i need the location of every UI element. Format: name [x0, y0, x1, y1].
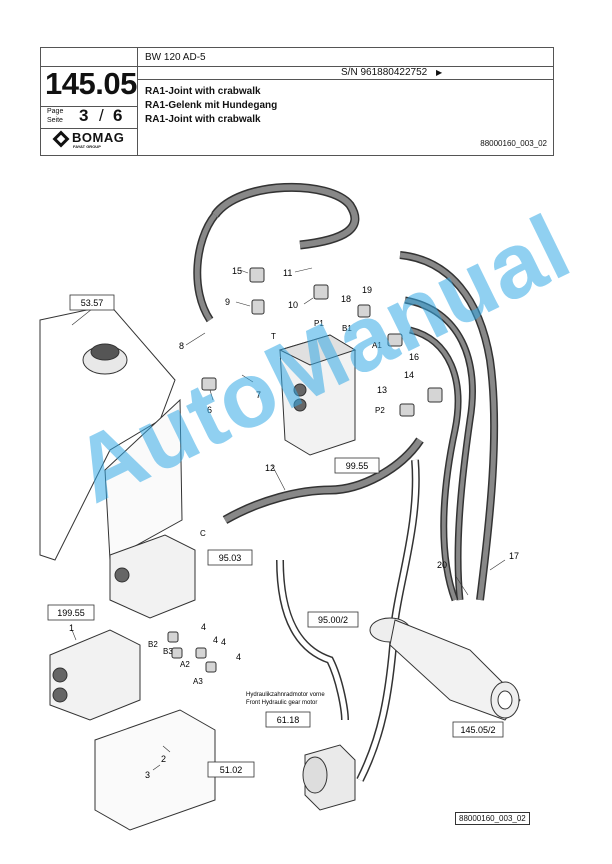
ref-box: [307, 611, 359, 628]
doc-id: 88000160_003_02: [480, 139, 547, 148]
ref-box: [452, 721, 504, 738]
cylinder: [369, 617, 521, 721]
item-13: 13: [377, 385, 387, 395]
ref-145-05-2: 145.05/2: [460, 725, 495, 735]
serial-arrow-icon: ▶: [435, 68, 443, 77]
item-2: 2: [161, 754, 166, 764]
divider: [41, 128, 137, 129]
port-c: C: [200, 529, 206, 538]
ref-box: [47, 604, 95, 621]
port-a2: A2: [180, 660, 190, 669]
port-a1: A1: [372, 341, 382, 350]
gear-motor: [302, 744, 356, 811]
note-en: Front Hydraulic gear motor: [246, 700, 317, 706]
hose-12-inner: [223, 438, 423, 523]
title-block: 145.05 Page Seite 3 / 6 BOMAG FAYAT GROU…: [40, 47, 554, 156]
port-b3: B3: [163, 647, 173, 656]
item-14: 14: [404, 370, 414, 380]
ref-box: [265, 711, 311, 728]
leader-lines: [71, 267, 506, 771]
serial-number: S/N 961880422752 ▶: [341, 67, 442, 78]
hose-17-inner: [404, 298, 475, 601]
item-19: 19: [362, 285, 372, 295]
title-line-3: RA1-Joint with crabwalk: [145, 114, 261, 125]
item-18: 18: [341, 294, 351, 304]
page-total: 6: [113, 106, 123, 125]
divider: [41, 106, 137, 107]
item-numbers: 15 11 9 10 18 19 8 7 6 16 13 14 12 20 17…: [69, 266, 519, 780]
ref-box: [207, 761, 255, 778]
port-b1: B1: [342, 324, 352, 333]
note-de: Hydraulikzahnradmotor vorne: [246, 692, 325, 698]
model-name: BW 120 AD-5: [145, 52, 206, 63]
item-4c: 4: [221, 637, 226, 647]
hose-right-inner: [399, 252, 497, 601]
item-8: 8: [179, 341, 184, 351]
item-9: 9: [225, 297, 230, 307]
item-16: 16: [409, 352, 419, 362]
item-4b: 4: [213, 635, 218, 645]
title-line-2: RA1-Gelenk mit Hundegang: [145, 100, 278, 111]
item-11: 11: [283, 268, 292, 278]
item-4d: 4: [236, 652, 241, 662]
bomag-logo: BOMAG FAYAT GROUP: [52, 130, 132, 152]
hose-motor-left-inner: [277, 559, 348, 721]
hose-8-inner: [194, 213, 218, 322]
ref-box: [207, 549, 253, 566]
item-12: 12: [265, 463, 275, 473]
port-a3: A3: [193, 677, 203, 686]
page-label-en: Page: [47, 108, 64, 115]
divider: [137, 79, 553, 80]
item-6: 6: [207, 405, 212, 415]
hose-20-inner: [409, 328, 460, 601]
ref-51-02: 51.02: [220, 765, 243, 775]
ref-53-57: 53.57: [81, 298, 104, 308]
group-number: 145.05: [45, 66, 137, 101]
divider: [137, 66, 553, 67]
port-t: T: [271, 332, 276, 341]
valve-block-199-55: [49, 629, 141, 721]
ref-199-55: 199.55: [57, 608, 85, 618]
ref-99-55: 99.55: [346, 461, 369, 471]
page-separator: /: [99, 106, 104, 125]
port-b2: B2: [148, 640, 158, 649]
ref-95-03: 95.03: [219, 553, 242, 563]
bracket-51-02: [94, 709, 216, 831]
blank-cell: [41, 48, 137, 67]
port-labels: T P1 B1 A1 P2 C B2 B3 A2 A3: [148, 319, 385, 686]
tank: [39, 304, 183, 561]
title-line-1: RA1-Joint with crabwalk: [145, 86, 261, 97]
ref-box: [69, 294, 115, 311]
ref-boxes: 53.57 99.55 95.03 199.55 95.00/2 61.18 1…: [47, 294, 504, 778]
port-p2: P2: [375, 406, 385, 415]
logo-sub: FAYAT GROUP: [73, 144, 101, 149]
item-10: 10: [288, 300, 298, 310]
item-1: 1: [69, 623, 74, 633]
item-15: 15: [232, 266, 242, 276]
hose-top-outer-inner: [212, 184, 358, 248]
footer-doc-id: 88000160_003_02: [455, 812, 530, 825]
port-p1: P1: [314, 319, 324, 328]
ref-box: [334, 457, 380, 474]
item-7: 7: [256, 390, 261, 400]
valve-block-95-03: [109, 534, 196, 619]
item-3: 3: [145, 770, 150, 780]
fittings: [167, 267, 443, 673]
item-20: 20: [437, 560, 447, 570]
ref-95-00-2: 95.00/2: [318, 615, 348, 625]
item-17: 17: [509, 551, 519, 561]
valve-block: [278, 334, 357, 456]
title-block-left: 145.05 Page Seite 3 / 6 BOMAG FAYAT GROU…: [41, 48, 138, 155]
item-4a: 4: [201, 622, 206, 632]
logo-word: BOMAG: [72, 130, 125, 145]
page-current: 3: [79, 106, 89, 125]
exploded-parts-diagram: 53.57 99.55 95.03 199.55 95.00/2 61.18 1…: [39, 182, 521, 831]
bomag-logo-icon: [52, 130, 70, 148]
ref-61-18: 61.18: [277, 715, 300, 725]
page-label-de: Seite: [47, 117, 63, 124]
serial-text: S/N 961880422752: [341, 67, 428, 78]
